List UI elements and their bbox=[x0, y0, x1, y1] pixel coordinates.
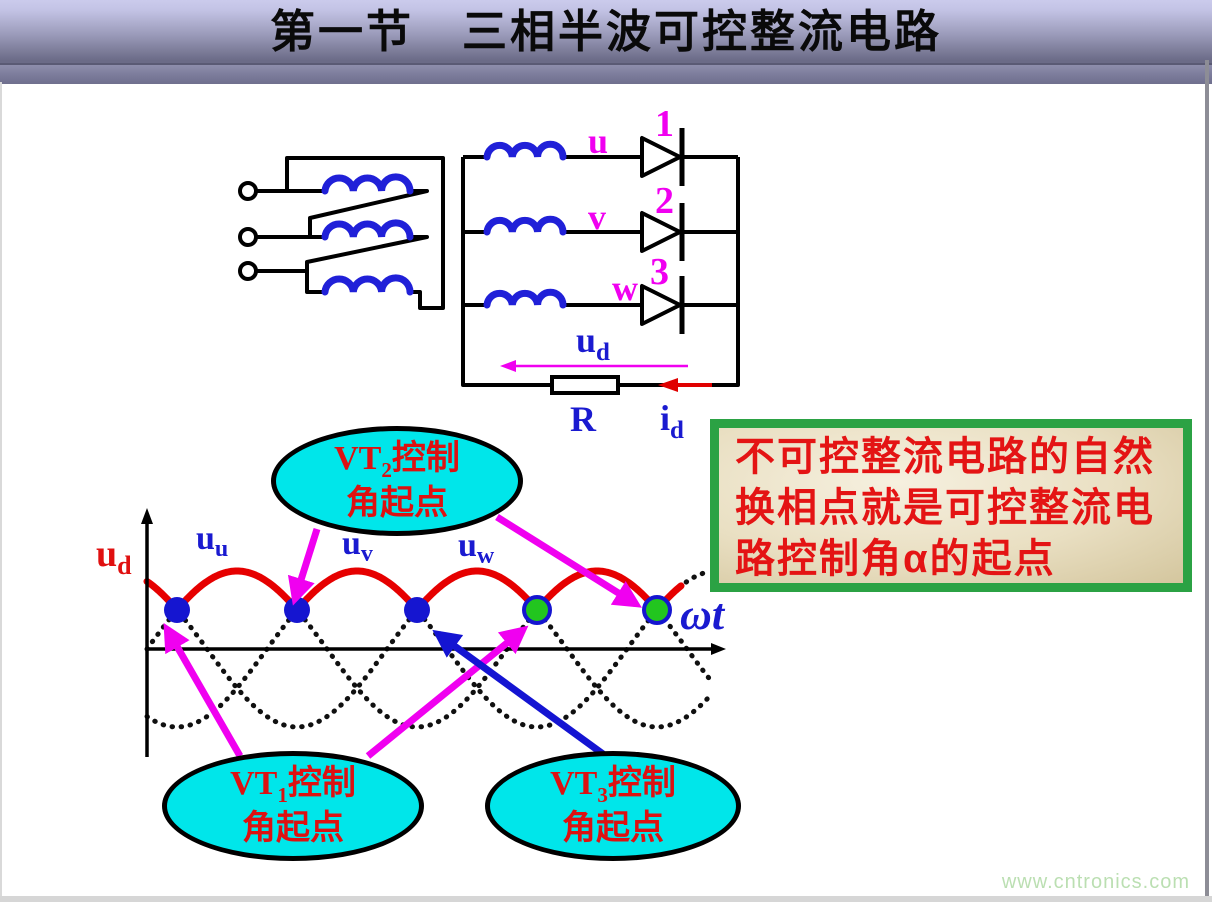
callout-vt1: VT1控制 角起点 bbox=[162, 751, 424, 861]
primary-coil-3 bbox=[321, 274, 414, 296]
x-axis-label-wt: ωt bbox=[680, 590, 726, 639]
note-line-3: 路控制角α的起点 bbox=[735, 537, 1056, 581]
series-label-uv: uv bbox=[342, 525, 373, 567]
series-label-uw: uw bbox=[458, 527, 495, 569]
primary-coil-1 bbox=[321, 173, 414, 195]
note-line-1: 不可控整流电路的自然 bbox=[735, 435, 1155, 479]
thyristor-2 bbox=[640, 203, 685, 261]
load-resistor bbox=[550, 375, 620, 395]
primary-terminal-3 bbox=[238, 261, 258, 281]
callout-vt2-line2: 角起点 bbox=[346, 485, 448, 523]
commutation-point-vt1 bbox=[522, 595, 552, 625]
title-bar: 第一节 三相半波可控整流电路 bbox=[0, 0, 1212, 84]
secondary-coil-u bbox=[483, 140, 567, 161]
secondary-coil-v bbox=[483, 215, 567, 236]
arrow-vt1-to-point-390deg bbox=[365, 625, 529, 759]
secondary-coil-w bbox=[483, 288, 567, 309]
thyristor-number-1: 1 bbox=[655, 103, 674, 145]
ud-label: ud bbox=[576, 320, 610, 366]
waveform-chart: ud uu uv uw ωt bbox=[96, 508, 726, 757]
primary-terminal-1 bbox=[238, 181, 258, 201]
thyristor-2-triangle bbox=[640, 211, 682, 253]
primary-coil-2 bbox=[321, 219, 414, 241]
page-border-right bbox=[1205, 60, 1209, 896]
commutation-point-vt1 bbox=[164, 597, 190, 623]
page-border-left bbox=[0, 82, 2, 896]
thyristor-3 bbox=[640, 276, 685, 334]
thyristor-1-triangle bbox=[640, 136, 682, 178]
primary-wiring bbox=[256, 156, 445, 310]
note-box: 不可控整流电路的自然 换相点就是可控整流电 路控制角α的起点 bbox=[710, 419, 1192, 592]
rectifier-circuit: u v w 1 2 3 ud R id bbox=[461, 103, 740, 444]
phase-label-u: u bbox=[588, 121, 608, 161]
transformer-primary bbox=[238, 156, 445, 310]
callout-vt2-line1: VT2控制 bbox=[334, 439, 460, 482]
commutation-point-vt2 bbox=[642, 595, 672, 625]
ud-voltage-arrow bbox=[500, 360, 688, 372]
thyristor-1 bbox=[640, 128, 685, 186]
x-axis-arrowhead bbox=[711, 643, 726, 655]
thyristor-number-2: 2 bbox=[655, 180, 674, 222]
title-bar-gradient bbox=[0, 0, 1212, 63]
callout-vt1-line1: VT1控制 bbox=[230, 764, 356, 807]
phase-label-v: v bbox=[588, 197, 606, 237]
arrow-vt2-to-point-150deg bbox=[287, 527, 321, 606]
commutation-point-vt3 bbox=[404, 597, 430, 623]
callout-arrows bbox=[163, 514, 642, 759]
y-axis-label-ud: ud bbox=[96, 533, 132, 580]
arrow-vt2-to-point-510deg bbox=[495, 514, 642, 608]
arrow-vt3-to-point-270deg bbox=[432, 629, 606, 757]
watermark: www.cntronics.com bbox=[1001, 871, 1190, 893]
id-current-arrow bbox=[658, 378, 712, 392]
callout-vt3-line2: 角起点 bbox=[562, 810, 664, 848]
thyristor-3-triangle bbox=[640, 284, 682, 326]
circuit-diagram: u v w 1 2 3 ud R id bbox=[238, 103, 740, 444]
note-line-2: 换相点就是可控整流电 bbox=[735, 486, 1155, 530]
callout-vt3: VT3控制 角起点 bbox=[485, 751, 741, 861]
y-axis-arrowhead bbox=[141, 508, 153, 524]
callout-vt1-line2: 角起点 bbox=[242, 810, 344, 848]
phase-voltage-curve-v bbox=[144, 568, 712, 730]
id-label: id bbox=[660, 398, 684, 444]
page-border-bottom bbox=[0, 896, 1212, 902]
callout-vt2: VT2控制 角起点 bbox=[271, 426, 523, 536]
commutation-point-vt2 bbox=[284, 597, 310, 623]
page-title: 第一节 三相半波可控整流电路 bbox=[269, 6, 942, 57]
primary-terminal-2 bbox=[238, 227, 258, 247]
callout-vt3-line1: VT3控制 bbox=[550, 764, 676, 807]
phase-label-w: w bbox=[612, 268, 638, 308]
thyristor-number-3: 3 bbox=[650, 251, 669, 293]
natural-commutation-points bbox=[164, 595, 672, 625]
title-bar-strip bbox=[0, 63, 1212, 84]
arrow-vt1-to-point-30deg bbox=[163, 622, 244, 758]
resistor-label: R bbox=[570, 399, 597, 439]
series-label-uu: uu bbox=[196, 520, 228, 562]
